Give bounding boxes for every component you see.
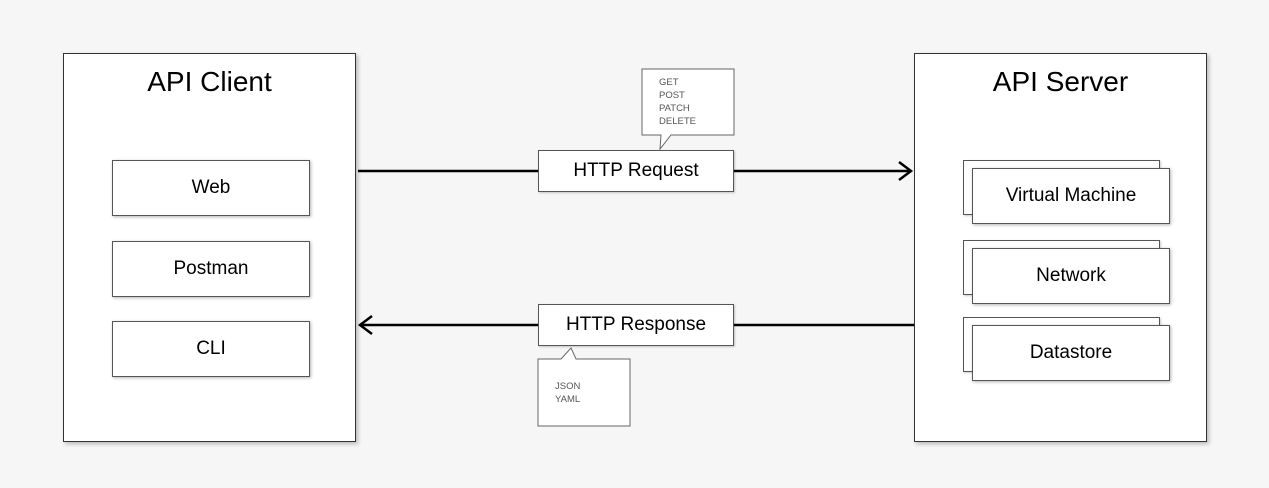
api-server-panel: API Server Virtual Machine Network Datas… <box>914 53 1207 442</box>
api-server-title: API Server <box>992 66 1129 97</box>
response-formats-text: JSON YAML <box>555 381 581 405</box>
response-formats-callout <box>537 347 631 427</box>
api-client-title: API Client <box>147 66 272 97</box>
client-item-web: Web <box>112 160 310 216</box>
server-item-network: Network <box>972 248 1170 304</box>
request-arrowhead <box>898 161 914 181</box>
request-methods-text: GET POST PATCH DELETE <box>659 77 696 127</box>
request-methods-callout <box>641 68 735 151</box>
http-response-label: HTTP Response <box>538 304 734 346</box>
server-item-datastore: Datastore <box>972 325 1170 381</box>
server-item-virtual-machine: Virtual Machine <box>972 168 1170 224</box>
api-client-panel: API Client Web Postman CLI <box>63 53 356 442</box>
http-request-label: HTTP Request <box>538 150 734 192</box>
client-item-postman: Postman <box>112 241 310 297</box>
response-arrowhead <box>357 315 373 335</box>
client-item-cli: CLI <box>112 321 310 377</box>
